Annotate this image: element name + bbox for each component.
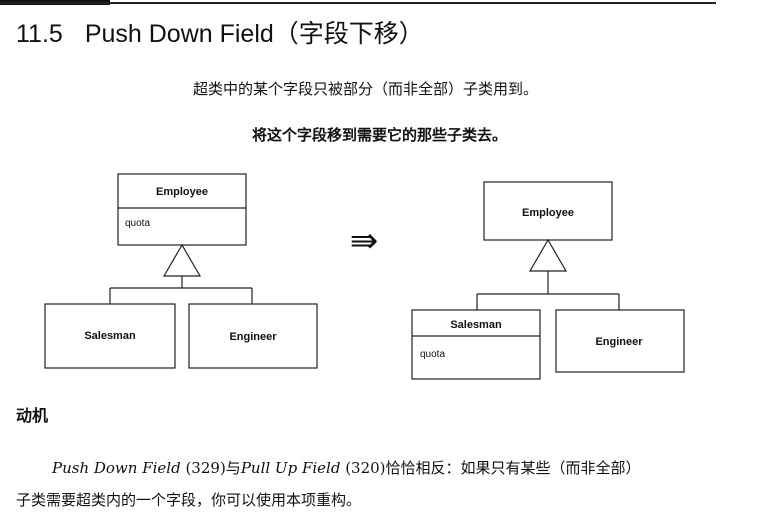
before-employee-name: Employee — [156, 186, 208, 198]
before-inheritance-lines — [109, 276, 253, 304]
summary-solution: 将这个字段移到需要它的那些子类去。 — [251, 126, 507, 144]
before-employee-attribute: quota — [125, 218, 150, 229]
before-inheritance-triangle — [162, 243, 202, 277]
before-diagram — [44, 173, 318, 369]
after-inheritance-triangle — [528, 238, 568, 272]
motivation-line-1: Push Down Field (329)与Pull Up Field (320… — [16, 452, 736, 484]
after-salesman-attribute: quota — [420, 349, 445, 360]
joiner-text: 与 — [225, 459, 241, 477]
motivation-line-1-tail: 恰恰相反：如果只有某些（而非全部） — [385, 459, 641, 477]
before-salesman-name: Salesman — [84, 330, 136, 342]
after-salesman-class — [411, 309, 541, 380]
after-diagram — [411, 181, 685, 380]
after-salesman-name: Salesman — [450, 319, 502, 331]
motivation-heading: 动机 — [16, 406, 49, 425]
before-salesman-class — [44, 303, 176, 369]
section-number: 11.5 — [16, 20, 63, 48]
ref-pull-up-field-page: (320) — [340, 459, 386, 477]
header-rule — [0, 2, 716, 4]
motivation-line-2: 子类需要超类内的一个字段，你可以使用本项重构。 — [16, 491, 362, 509]
before-engineer-class — [188, 303, 318, 369]
before-employee-class — [117, 173, 247, 246]
after-engineer-name: Engineer — [595, 336, 643, 348]
summary-problem: 超类中的某个字段只被部分（而非全部）子类用到。 — [192, 80, 538, 98]
after-inheritance-lines — [476, 271, 620, 310]
refactoring-diagram: Employee quota Salesman Engineer ⇛ Emplo… — [44, 173, 685, 380]
after-engineer-class — [555, 309, 685, 373]
ref-push-down-field-page: (329) — [180, 459, 226, 477]
before-engineer-name: Engineer — [229, 331, 277, 343]
ref-pull-up-field: Pull Up Field — [240, 459, 341, 477]
after-employee-name: Employee — [522, 207, 574, 219]
motivation-paragraph: Push Down Field (329)与Pull Up Field (320… — [16, 452, 736, 516]
section-title: 11.5 Push Down Field（字段下移） — [16, 14, 424, 50]
transform-arrow: ⇛ — [350, 221, 379, 261]
ref-push-down-field: Push Down Field — [52, 459, 181, 477]
section-title-text: Push Down Field（字段下移） — [84, 20, 424, 48]
